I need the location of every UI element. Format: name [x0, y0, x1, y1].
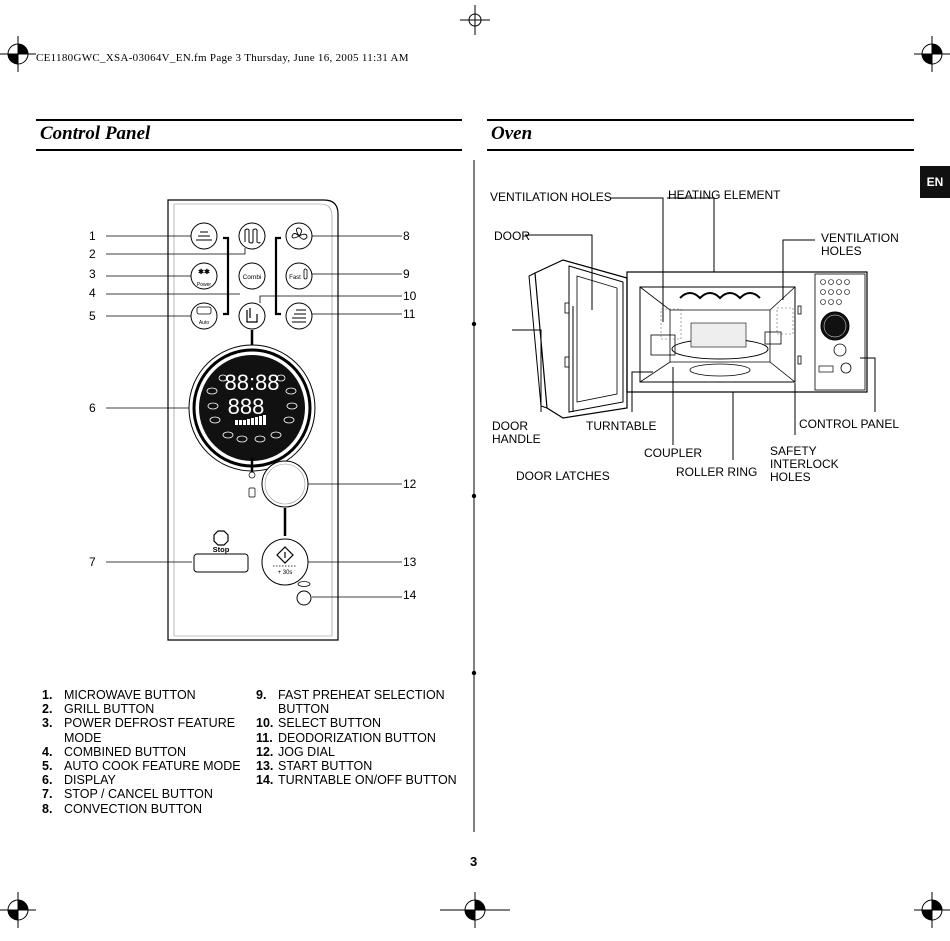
callout-13: 13 [403, 555, 417, 569]
label-safety-2: INTERLOCK [770, 457, 839, 471]
label-turntable: TURNTABLE [586, 419, 657, 433]
label-ventilation-holes-left: VENTILATION HOLES [490, 190, 612, 204]
jog-dial-icons [248, 471, 256, 498]
crop-mark-top-center [460, 5, 490, 35]
display-digits-top: 88:88 [224, 370, 279, 395]
rule-bottom-right [487, 149, 914, 151]
callout-7: 7 [89, 555, 96, 569]
legend-item: 6.DISPLAY [42, 773, 116, 788]
jog-dial[interactable] [261, 460, 309, 508]
callout-6: 6 [89, 401, 96, 415]
callout-5: 5 [89, 309, 96, 323]
legend-item: 13.START BUTTON [256, 759, 373, 774]
label-heating-element: HEATING ELEMENT [668, 188, 781, 202]
label-safety-1: SAFETY [770, 444, 817, 458]
legend-item: 12.JOG DIAL [256, 744, 335, 759]
language-tab: EN [920, 166, 950, 198]
label-door-latches: DOOR LATCHES [516, 469, 610, 483]
turntable-button[interactable] [296, 581, 312, 606]
legend-item: 7.STOP / CANCEL BUTTON [42, 787, 213, 802]
label-roller-ring: ROLLER RING [676, 465, 758, 479]
file-header: CE1180GWC_XSA-03064V_EN.fm Page 3 Thursd… [36, 52, 409, 64]
microwave-button[interactable] [190, 222, 218, 250]
control-panel-diagram: ✱✱ Power Auto Combi Fast 88:88 [106, 199, 402, 641]
rule-bottom-left [36, 149, 462, 151]
svg-text:✱✱: ✱✱ [198, 268, 210, 276]
section-title-oven: Oven [491, 123, 533, 144]
select-button[interactable] [238, 302, 266, 330]
grill-button[interactable] [238, 222, 266, 250]
legend-item: 1.MICROWAVE BUTTON [42, 688, 196, 702]
callout-2: 2 [89, 247, 96, 261]
label-coupler: COUPLER [644, 446, 703, 460]
label-control-panel: CONTROL PANEL [799, 417, 900, 431]
plus30-label: + 30s [278, 570, 293, 576]
legend-item: 10.SELECT BUTTON [256, 716, 382, 731]
auto-cook-button[interactable]: Auto [190, 302, 218, 330]
stop-button[interactable]: Stop [193, 530, 249, 573]
power-button-label: Power [197, 282, 212, 288]
callout-11: 11 [403, 307, 416, 321]
legend-item: 5.AUTO COOK FEATURE MODE [42, 759, 241, 774]
legend-item: 3.POWER DEFROST FEATURE [42, 716, 236, 731]
label-door-handle-2: HANDLE [492, 432, 541, 446]
callout-1: 1 [89, 229, 96, 243]
legend-item: 9.FAST PREHEAT SELECTION [256, 688, 445, 702]
label-door: DOOR [494, 229, 530, 243]
display-digits-bottom: 888 [228, 394, 265, 419]
legend-column-1: 1.MICROWAVE BUTTON 2.GRILL BUTTON 3.POWE… [42, 688, 241, 816]
deodorization-button[interactable] [285, 302, 313, 330]
fast-preheat-button[interactable]: Fast [285, 262, 313, 290]
label-door-handle-1: DOOR [492, 419, 528, 433]
legend-item: 4.COMBINED BUTTON [42, 744, 186, 759]
oven-door [528, 259, 628, 419]
callout-3: 3 [89, 267, 96, 281]
legend-item: BUTTON [278, 702, 330, 717]
label-ventilation-holes-right-2: HOLES [821, 244, 862, 258]
legend-item: 11.DEODORIZATION BUTTON [256, 730, 436, 745]
oven-control-panel [818, 279, 852, 374]
stop-button-label: Stop [213, 545, 230, 554]
legend-item: MODE [64, 730, 102, 745]
legend-item: 8.CONVECTION BUTTON [42, 801, 202, 816]
column-divider [471, 160, 477, 832]
callout-10: 10 [403, 289, 417, 303]
oven-diagram [512, 197, 876, 460]
callout-9: 9 [403, 267, 410, 281]
auto-button-label: Auto [199, 320, 210, 326]
label-ventilation-holes-right-1: VENTILATION [821, 231, 899, 245]
callout-14: 14 [403, 588, 417, 602]
combi-button-label: Combi [243, 274, 262, 281]
rule-top-left [36, 119, 462, 121]
convection-button[interactable] [285, 222, 313, 250]
display: 88:88 888 [188, 344, 316, 472]
combined-button[interactable]: Combi [238, 262, 266, 290]
callout-12: 12 [403, 477, 417, 491]
page-number: 3 [470, 854, 478, 869]
section-title-control-panel: Control Panel [40, 123, 151, 144]
start-button[interactable]: + 30s [261, 538, 309, 586]
callout-8: 8 [403, 229, 410, 243]
oven-body [626, 271, 868, 393]
callout-4: 4 [89, 286, 96, 300]
legend-item: 2.GRILL BUTTON [42, 702, 155, 717]
fast-button-label: Fast [289, 275, 301, 281]
legend-column-2: 9.FAST PREHEAT SELECTION BUTTON 10.SELEC… [256, 688, 457, 787]
rule-top-right [487, 119, 914, 121]
label-safety-3: HOLES [770, 470, 811, 484]
legend-item: 14.TURNTABLE ON/OFF BUTTON [256, 773, 457, 788]
power-defrost-button[interactable]: ✱✱ Power [190, 262, 218, 290]
